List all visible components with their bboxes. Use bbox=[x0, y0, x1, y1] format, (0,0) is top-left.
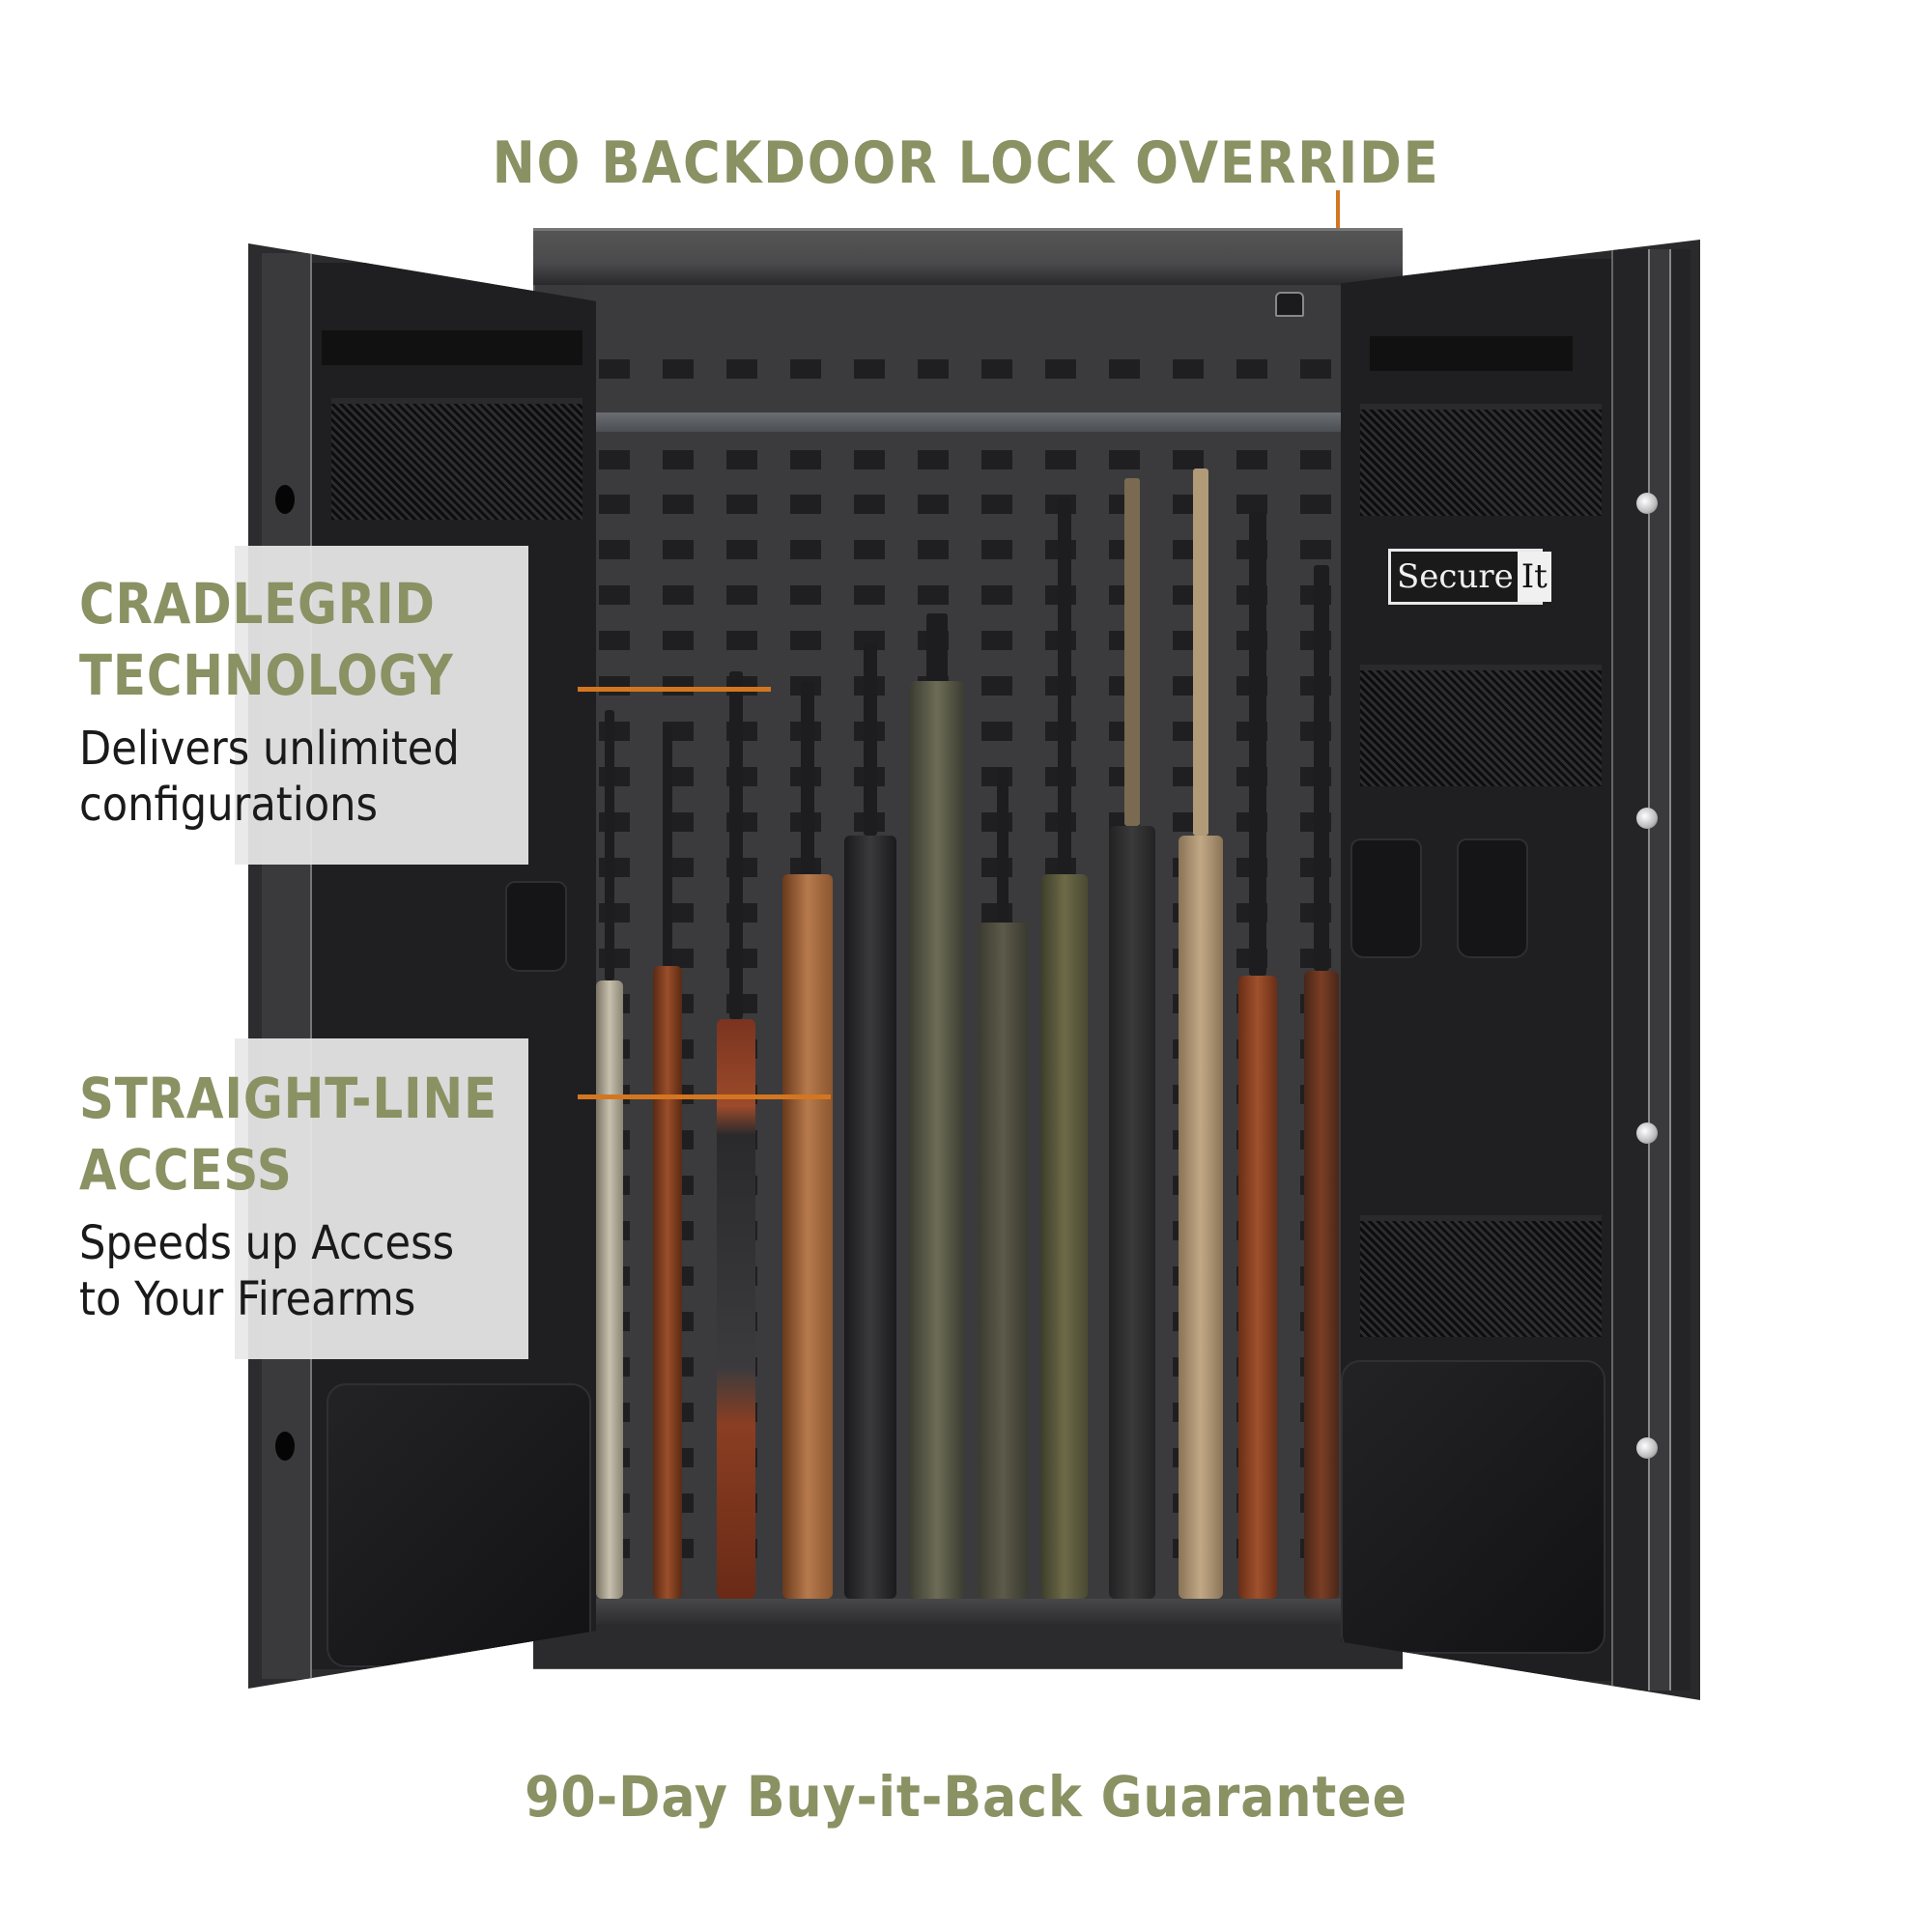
top-shelf bbox=[585, 412, 1349, 432]
callout-panel-straight-line bbox=[235, 1038, 528, 1359]
firearm bbox=[1109, 478, 1155, 1599]
callout-desc-line2: to Your Firearms bbox=[79, 1272, 416, 1326]
firearm bbox=[653, 724, 682, 1599]
logo-text-it: It bbox=[1517, 552, 1551, 602]
safe-base bbox=[533, 1624, 1403, 1668]
door-pocket bbox=[1457, 838, 1528, 958]
lock-bracket-icon bbox=[1275, 292, 1304, 317]
firearm bbox=[844, 642, 896, 1599]
callout-line-straight-line bbox=[578, 1094, 831, 1099]
firearm bbox=[782, 681, 833, 1599]
logo-text-secure: Secure bbox=[1397, 557, 1514, 596]
callout-desc-line1: Speeds up Access bbox=[79, 1216, 455, 1270]
firearm bbox=[910, 613, 964, 1599]
firearm bbox=[1238, 512, 1277, 1599]
cradlegrid-back-panel bbox=[585, 286, 1349, 1600]
left-door bbox=[248, 243, 596, 1689]
headline-top: NO BACKDOOR LOCK OVERRIDE bbox=[492, 129, 1440, 197]
safe-top-cap bbox=[533, 228, 1403, 285]
headline-bottom-guarantee: 90-Day Buy-it-Back Guarantee bbox=[525, 1764, 1407, 1830]
callout-desc-line2: configurations bbox=[79, 778, 379, 832]
firearm bbox=[717, 671, 755, 1599]
firearm bbox=[978, 768, 1028, 1599]
callout-cradlegrid: CRADLEGRID TECHNOLOGY Delivers unlimited… bbox=[79, 568, 515, 833]
callout-line-cradlegrid bbox=[578, 687, 771, 692]
callout-desc-line1: Delivers unlimited bbox=[79, 722, 460, 776]
callout-title-line2: ACCESS bbox=[79, 1137, 293, 1203]
firearm bbox=[596, 710, 623, 1599]
door-bag bbox=[327, 1383, 591, 1667]
safe-floor-rail bbox=[585, 1599, 1349, 1626]
door-bag bbox=[1341, 1360, 1605, 1654]
callout-description: Speeds up Access to Your Firearms bbox=[79, 1215, 517, 1327]
callout-title-line1: CRADLEGRID bbox=[79, 571, 436, 637]
secureit-logo: Secure It bbox=[1388, 549, 1551, 605]
callout-straight-line: STRAIGHT-LINE ACCESS Speeds up Access to… bbox=[79, 1063, 565, 1327]
firearm bbox=[1304, 565, 1339, 1599]
callout-title-line1: STRAIGHT-LINE bbox=[79, 1065, 497, 1131]
firearm bbox=[1179, 469, 1223, 1599]
callout-description: Delivers unlimited configurations bbox=[79, 721, 471, 833]
callout-title-line2: TECHNOLOGY bbox=[79, 642, 454, 708]
door-pocket bbox=[1350, 838, 1422, 958]
firearm bbox=[1041, 497, 1088, 1599]
callout-panel-cradlegrid bbox=[235, 546, 528, 865]
right-door bbox=[1341, 240, 1700, 1700]
